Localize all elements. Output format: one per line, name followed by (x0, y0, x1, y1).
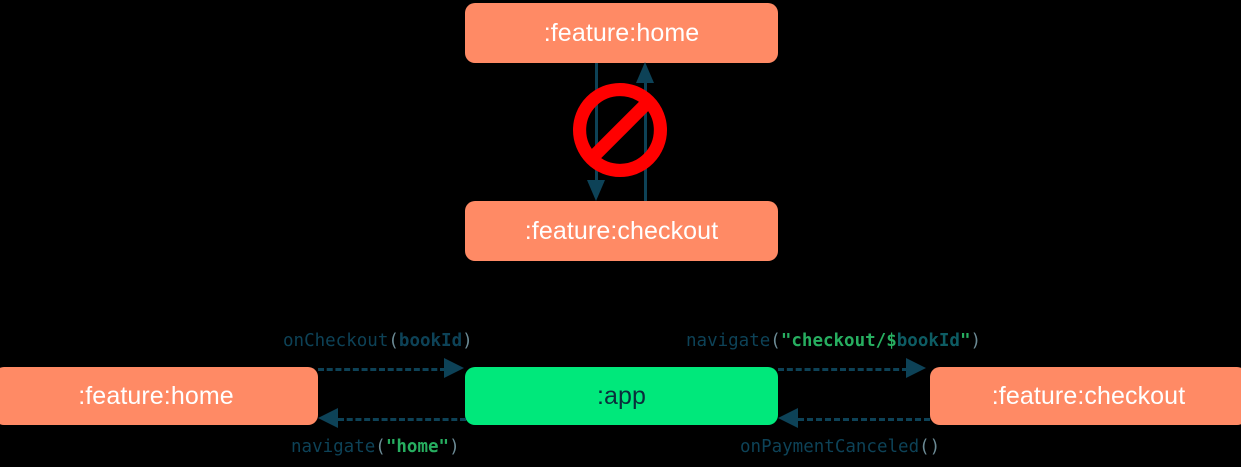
code-token-paren: ) (929, 437, 941, 457)
edge-checkout-to-home-arrowhead (636, 62, 654, 83)
edge-checkout-to-app-line (798, 418, 930, 421)
code-token-str: " (959, 331, 971, 351)
node-top-feature-checkout[interactable]: :feature:checkout (465, 201, 778, 261)
edge-app-to-home-arrowhead (318, 408, 338, 428)
edge-home-to-app-line (318, 368, 446, 371)
edge-app-to-checkout-arrowhead (906, 358, 926, 378)
edge-checkout-to-app-arrowhead (778, 408, 798, 428)
edge-app-to-checkout-line (778, 368, 908, 371)
edge-label-on-checkout: onCheckout(bookId) (283, 331, 473, 351)
code-token-paren: ( (388, 331, 399, 351)
node-bottom-feature-home[interactable]: :feature:home (0, 367, 318, 425)
code-token-var: bookId (896, 331, 960, 351)
node-top-feature-home[interactable]: :feature:home (465, 3, 778, 63)
code-token-str: "checkout/ (780, 331, 887, 351)
edge-app-to-home-line (338, 418, 466, 421)
code-token-paren: ) (462, 331, 473, 351)
prohibited-icon (573, 83, 667, 177)
code-token-fn: onPaymentCanceled (740, 437, 920, 457)
edge-home-to-app-arrowhead (444, 358, 464, 378)
edge-label-navigate-home: navigate("home") (291, 437, 460, 457)
code-token-fn: navigate (686, 331, 771, 351)
code-token-paren: ( (770, 331, 781, 351)
code-token-paren: ) (449, 437, 460, 457)
edge-home-to-checkout-line (595, 63, 598, 185)
edge-label-on-payment-canceled: onPaymentCanceled() (740, 437, 940, 457)
edge-label-navigate-checkout: navigate("checkout/$bookId") (686, 331, 981, 351)
code-token-paren: ( (919, 437, 930, 457)
code-token-paren: ) (970, 331, 982, 351)
code-token-fn: onCheckout (283, 331, 389, 351)
code-token-str: "home" (385, 437, 450, 457)
node-bottom-app[interactable]: :app (465, 367, 778, 425)
code-token-fn: navigate (291, 437, 376, 457)
code-token-dollar: $ (886, 331, 897, 351)
code-token-paren: ( (375, 437, 386, 457)
edge-home-to-checkout-arrowhead (587, 180, 605, 201)
code-token-param: bookId (398, 331, 463, 351)
node-bottom-feature-checkout[interactable]: :feature:checkout (930, 367, 1241, 425)
edge-checkout-to-home-line (644, 82, 647, 201)
